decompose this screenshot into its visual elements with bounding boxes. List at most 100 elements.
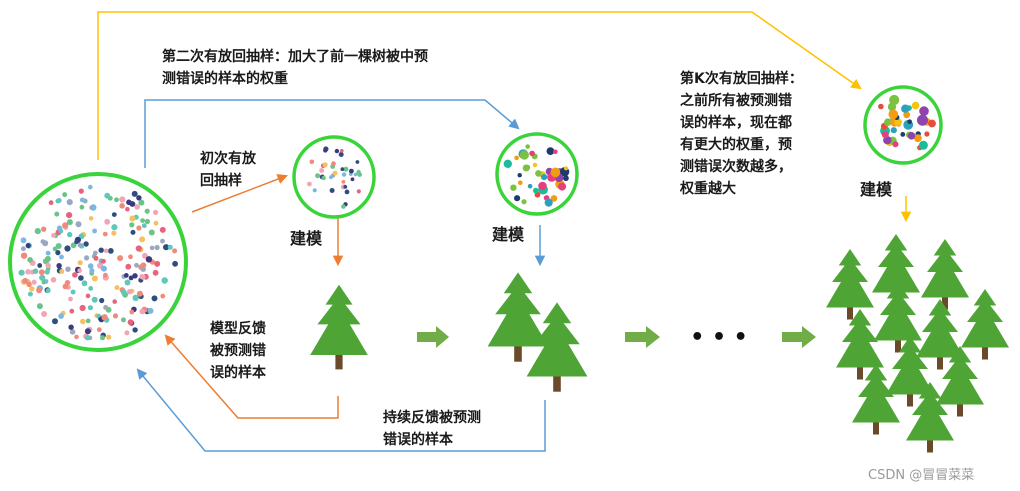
sample-dot xyxy=(919,106,929,116)
sample-dot xyxy=(144,218,150,225)
sample-dot xyxy=(54,211,60,217)
sample-dot xyxy=(34,228,41,235)
sample-dot xyxy=(101,314,108,321)
feedback-line-3: 误的样本 xyxy=(210,365,266,381)
sample-dot xyxy=(27,257,33,263)
kth-line-6: 权重越大 xyxy=(680,181,736,197)
sample-dot xyxy=(107,248,114,254)
sample-dot xyxy=(153,209,159,215)
sample-dot xyxy=(129,215,136,222)
sample-dot xyxy=(518,180,523,185)
sample-dot xyxy=(160,293,166,299)
sample-dot xyxy=(892,141,899,148)
sample-dot xyxy=(59,269,65,274)
first-sample-circle xyxy=(292,135,376,219)
sample-dot xyxy=(75,221,82,228)
sample-dot xyxy=(18,269,25,276)
watermark: CSDN @冒冒菜菜 xyxy=(868,468,975,483)
sample-dot xyxy=(96,327,102,333)
sample-dot xyxy=(535,170,542,177)
sample-dot xyxy=(319,168,324,173)
sample-dot xyxy=(62,283,69,290)
sample-dot xyxy=(67,231,73,238)
sample-dot xyxy=(62,192,68,198)
sample-dot xyxy=(88,216,94,221)
sample-dot xyxy=(901,104,910,113)
sample-dot xyxy=(26,281,32,288)
continued-feedback-label: 持续反馈被预测 错误的样本 xyxy=(383,407,481,451)
sample-dot xyxy=(521,199,527,205)
sample-dot xyxy=(144,208,150,214)
sample-dot xyxy=(89,268,95,274)
sample-dot xyxy=(91,275,98,282)
first-sampling-line-2: 回抽样 xyxy=(200,173,242,189)
sample-dot xyxy=(92,228,97,234)
sample-dot xyxy=(134,262,139,268)
sample-dot xyxy=(66,212,73,219)
sample-dot xyxy=(341,204,346,209)
kth-line-2: 之前所有被预测错 xyxy=(680,93,792,109)
sample-dot xyxy=(149,245,155,251)
build-label-2: 建模 xyxy=(492,225,525,244)
sample-dot xyxy=(45,250,51,256)
orange-feedback-path xyxy=(164,334,339,419)
sample-dot xyxy=(141,223,147,229)
sample-dot xyxy=(100,335,105,341)
sample-dot xyxy=(103,272,108,278)
sample-dot xyxy=(924,131,930,137)
sample-dot xyxy=(532,162,538,168)
sample-dot xyxy=(69,308,75,314)
sample-dot xyxy=(36,303,43,310)
sample-dot xyxy=(38,269,45,276)
sample-dot xyxy=(25,269,31,275)
sample-dot xyxy=(514,155,519,161)
sample-dot xyxy=(22,277,29,284)
sample-dot xyxy=(84,328,91,335)
sample-dot xyxy=(160,238,165,244)
sample-dot xyxy=(88,286,94,291)
sample-dot xyxy=(331,161,336,167)
sample-dot xyxy=(911,101,920,110)
sample-dot xyxy=(87,305,93,311)
sample-dot xyxy=(39,274,46,281)
sample-dot xyxy=(517,173,522,178)
sample-dot xyxy=(340,167,345,172)
orange-arrow-first-sampling xyxy=(191,174,288,213)
sample-dot xyxy=(538,181,547,191)
sample-dot xyxy=(114,197,119,203)
sample-dot xyxy=(31,279,37,285)
yellow-path-to-kth xyxy=(97,11,862,160)
sample-dot xyxy=(68,324,74,330)
sample-dot xyxy=(525,144,530,149)
feedback-line-1: 模型反馈 xyxy=(210,321,266,337)
sample-dot xyxy=(127,289,133,295)
sample-dot xyxy=(172,248,178,254)
sample-dot xyxy=(132,294,139,301)
sample-dot xyxy=(50,277,57,283)
sample-dot xyxy=(125,206,130,212)
sample-dot xyxy=(121,317,126,323)
sample-dot xyxy=(907,119,912,124)
sample-dot xyxy=(77,268,83,273)
sample-dot xyxy=(112,299,117,304)
sample-dot xyxy=(111,224,118,231)
sample-dot xyxy=(62,222,69,229)
sample-dot xyxy=(81,280,88,287)
sample-dot xyxy=(356,189,361,194)
sample-dot xyxy=(101,258,106,264)
sample-dot xyxy=(93,255,99,261)
sample-dot xyxy=(128,275,134,281)
continued-feedback-line-2: 错误的样本 xyxy=(383,432,453,448)
sample-dot xyxy=(119,196,126,203)
full-dataset-circle xyxy=(8,172,188,352)
sample-dot xyxy=(161,277,168,284)
sample-dot xyxy=(131,190,138,197)
sample-dot xyxy=(315,173,321,179)
sample-dot xyxy=(136,195,142,201)
sample-dot xyxy=(55,243,62,249)
sample-dot xyxy=(127,319,134,326)
second-sample-circle xyxy=(495,132,579,216)
sample-dot xyxy=(55,198,61,204)
sample-dot xyxy=(914,134,922,143)
sample-dot xyxy=(66,219,73,226)
